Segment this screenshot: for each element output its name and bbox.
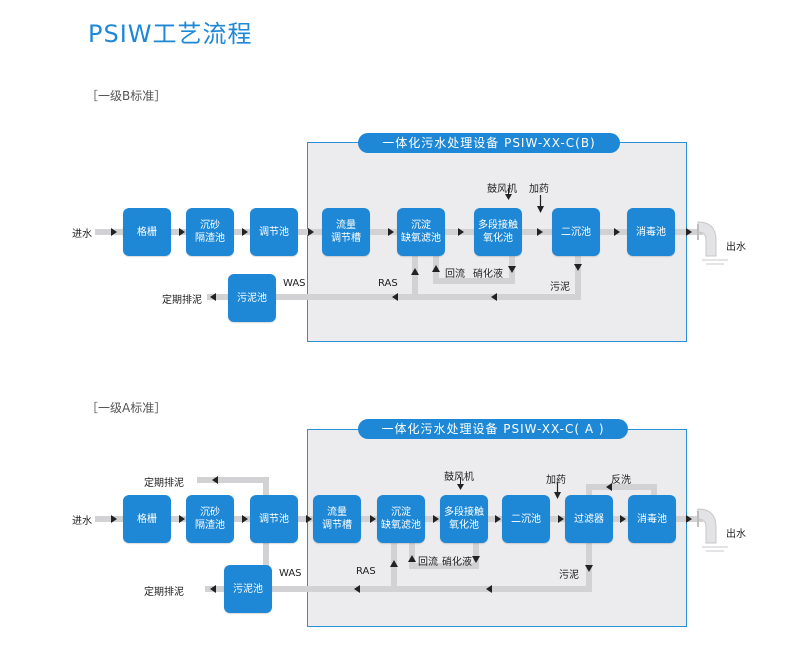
box-aerobic-b: 多段接触 氧化池 xyxy=(474,208,522,256)
outlet-splash-icon xyxy=(702,259,728,552)
box-disinfection-a: 消毒池 xyxy=(628,495,676,543)
frame-title-b: 一体化污水处理设备 PSIW-XX-C(B) xyxy=(358,133,620,153)
label-outlet-b: 出水 xyxy=(726,242,746,253)
box-sedimentation-b: 沉砂 隔渣池 xyxy=(186,208,234,256)
label-ras-a: RAS xyxy=(356,566,376,577)
label-dosing-b: 加药 xyxy=(529,184,549,195)
label-nitrate-b: 硝化液 xyxy=(473,269,503,280)
box-disinfection-b: 消毒池 xyxy=(627,208,675,256)
box-flow-tank-a: 流量 调节槽 xyxy=(313,495,361,543)
section-label-b: ［一级B标准］ xyxy=(86,89,167,103)
box-sedimentation-a: 沉砂 隔渣池 xyxy=(186,495,234,543)
box-flow-tank-b: 流量 调节槽 xyxy=(322,208,370,256)
box-filter-a: 过滤器 xyxy=(565,495,613,543)
box-grille-a: 格栅 xyxy=(123,495,171,543)
label-nitrate-a: 硝化液 xyxy=(442,557,472,568)
box-secondary-a: 二沉池 xyxy=(502,495,550,543)
label-backwash-a: 反洗 xyxy=(611,475,631,486)
page-title: PSIW工艺流程 xyxy=(88,20,253,48)
label-blower-b: 鼓风机 xyxy=(487,184,517,195)
label-outlet-a: 出水 xyxy=(726,529,746,540)
label-blower-a: 鼓风机 xyxy=(444,472,474,483)
label-sludge-a: 污泥 xyxy=(559,570,579,581)
label-return-b: 回流 xyxy=(445,269,465,280)
label-was-b: WAS xyxy=(283,278,306,289)
label-ras-b: RAS xyxy=(378,278,398,289)
box-secondary-b: 二沉池 xyxy=(552,208,600,256)
box-anoxic-a: 沉淀 缺氧滤池 xyxy=(377,495,425,543)
label-discharge-b: 定期排泥 xyxy=(162,295,202,306)
box-anoxic-b: 沉淀 缺氧滤池 xyxy=(397,208,445,256)
box-sludge-a: 污泥池 xyxy=(224,565,272,613)
label-return-a: 回流 xyxy=(418,557,438,568)
box-regulating-b: 调节池 xyxy=(250,208,298,256)
label-discharge-top-a: 定期排泥 xyxy=(144,478,184,489)
label-dosing-a: 加药 xyxy=(546,475,566,486)
label-was-a: WAS xyxy=(279,568,302,579)
section-label-a: ［一级A标准］ xyxy=(86,401,167,415)
frame-title-a: 一体化污水处理设备 PSIW-XX-C( A ) xyxy=(358,419,628,439)
label-inlet-b: 进水 xyxy=(72,229,92,240)
box-regulating-a: 调节池 xyxy=(250,495,298,543)
label-discharge-bottom-a: 定期排泥 xyxy=(144,587,184,598)
label-inlet-a: 进水 xyxy=(72,516,92,527)
box-sludge-b: 污泥池 xyxy=(228,274,276,322)
arrows-a xyxy=(111,476,692,593)
label-sludge-b: 污泥 xyxy=(550,282,570,293)
arrows-b xyxy=(111,188,692,301)
box-aerobic-a: 多段接触 氧化池 xyxy=(440,495,488,543)
box-grille-b: 格栅 xyxy=(123,208,171,256)
